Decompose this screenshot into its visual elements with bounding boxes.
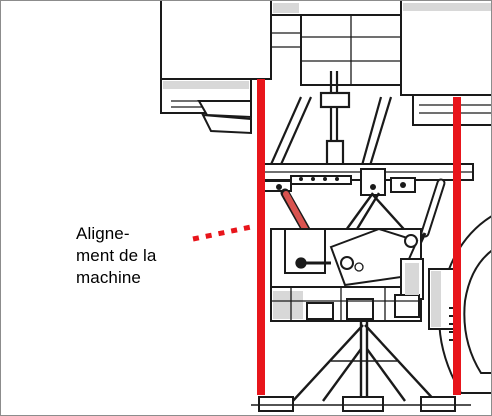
wheel-shading	[431, 271, 441, 327]
cabin-shading	[163, 3, 491, 89]
alignment-callout-leader	[192, 224, 252, 242]
beam-bolts	[276, 177, 406, 190]
support-stand	[290, 319, 438, 404]
callout-line-3: machine	[76, 268, 141, 287]
housing-shading	[273, 263, 419, 319]
housing-details	[271, 234, 421, 321]
callout-line-2: ment de la	[76, 246, 157, 265]
alignment-lines	[257, 79, 461, 395]
alignment-callout-label: Aligne- ment de la machine	[76, 223, 196, 289]
alignment-line-left	[257, 79, 265, 395]
left-side-panels	[197, 100, 252, 135]
alignment-line-right	[453, 97, 461, 395]
stand-feet	[251, 396, 471, 412]
callout-line-1: Aligne-	[76, 224, 130, 243]
